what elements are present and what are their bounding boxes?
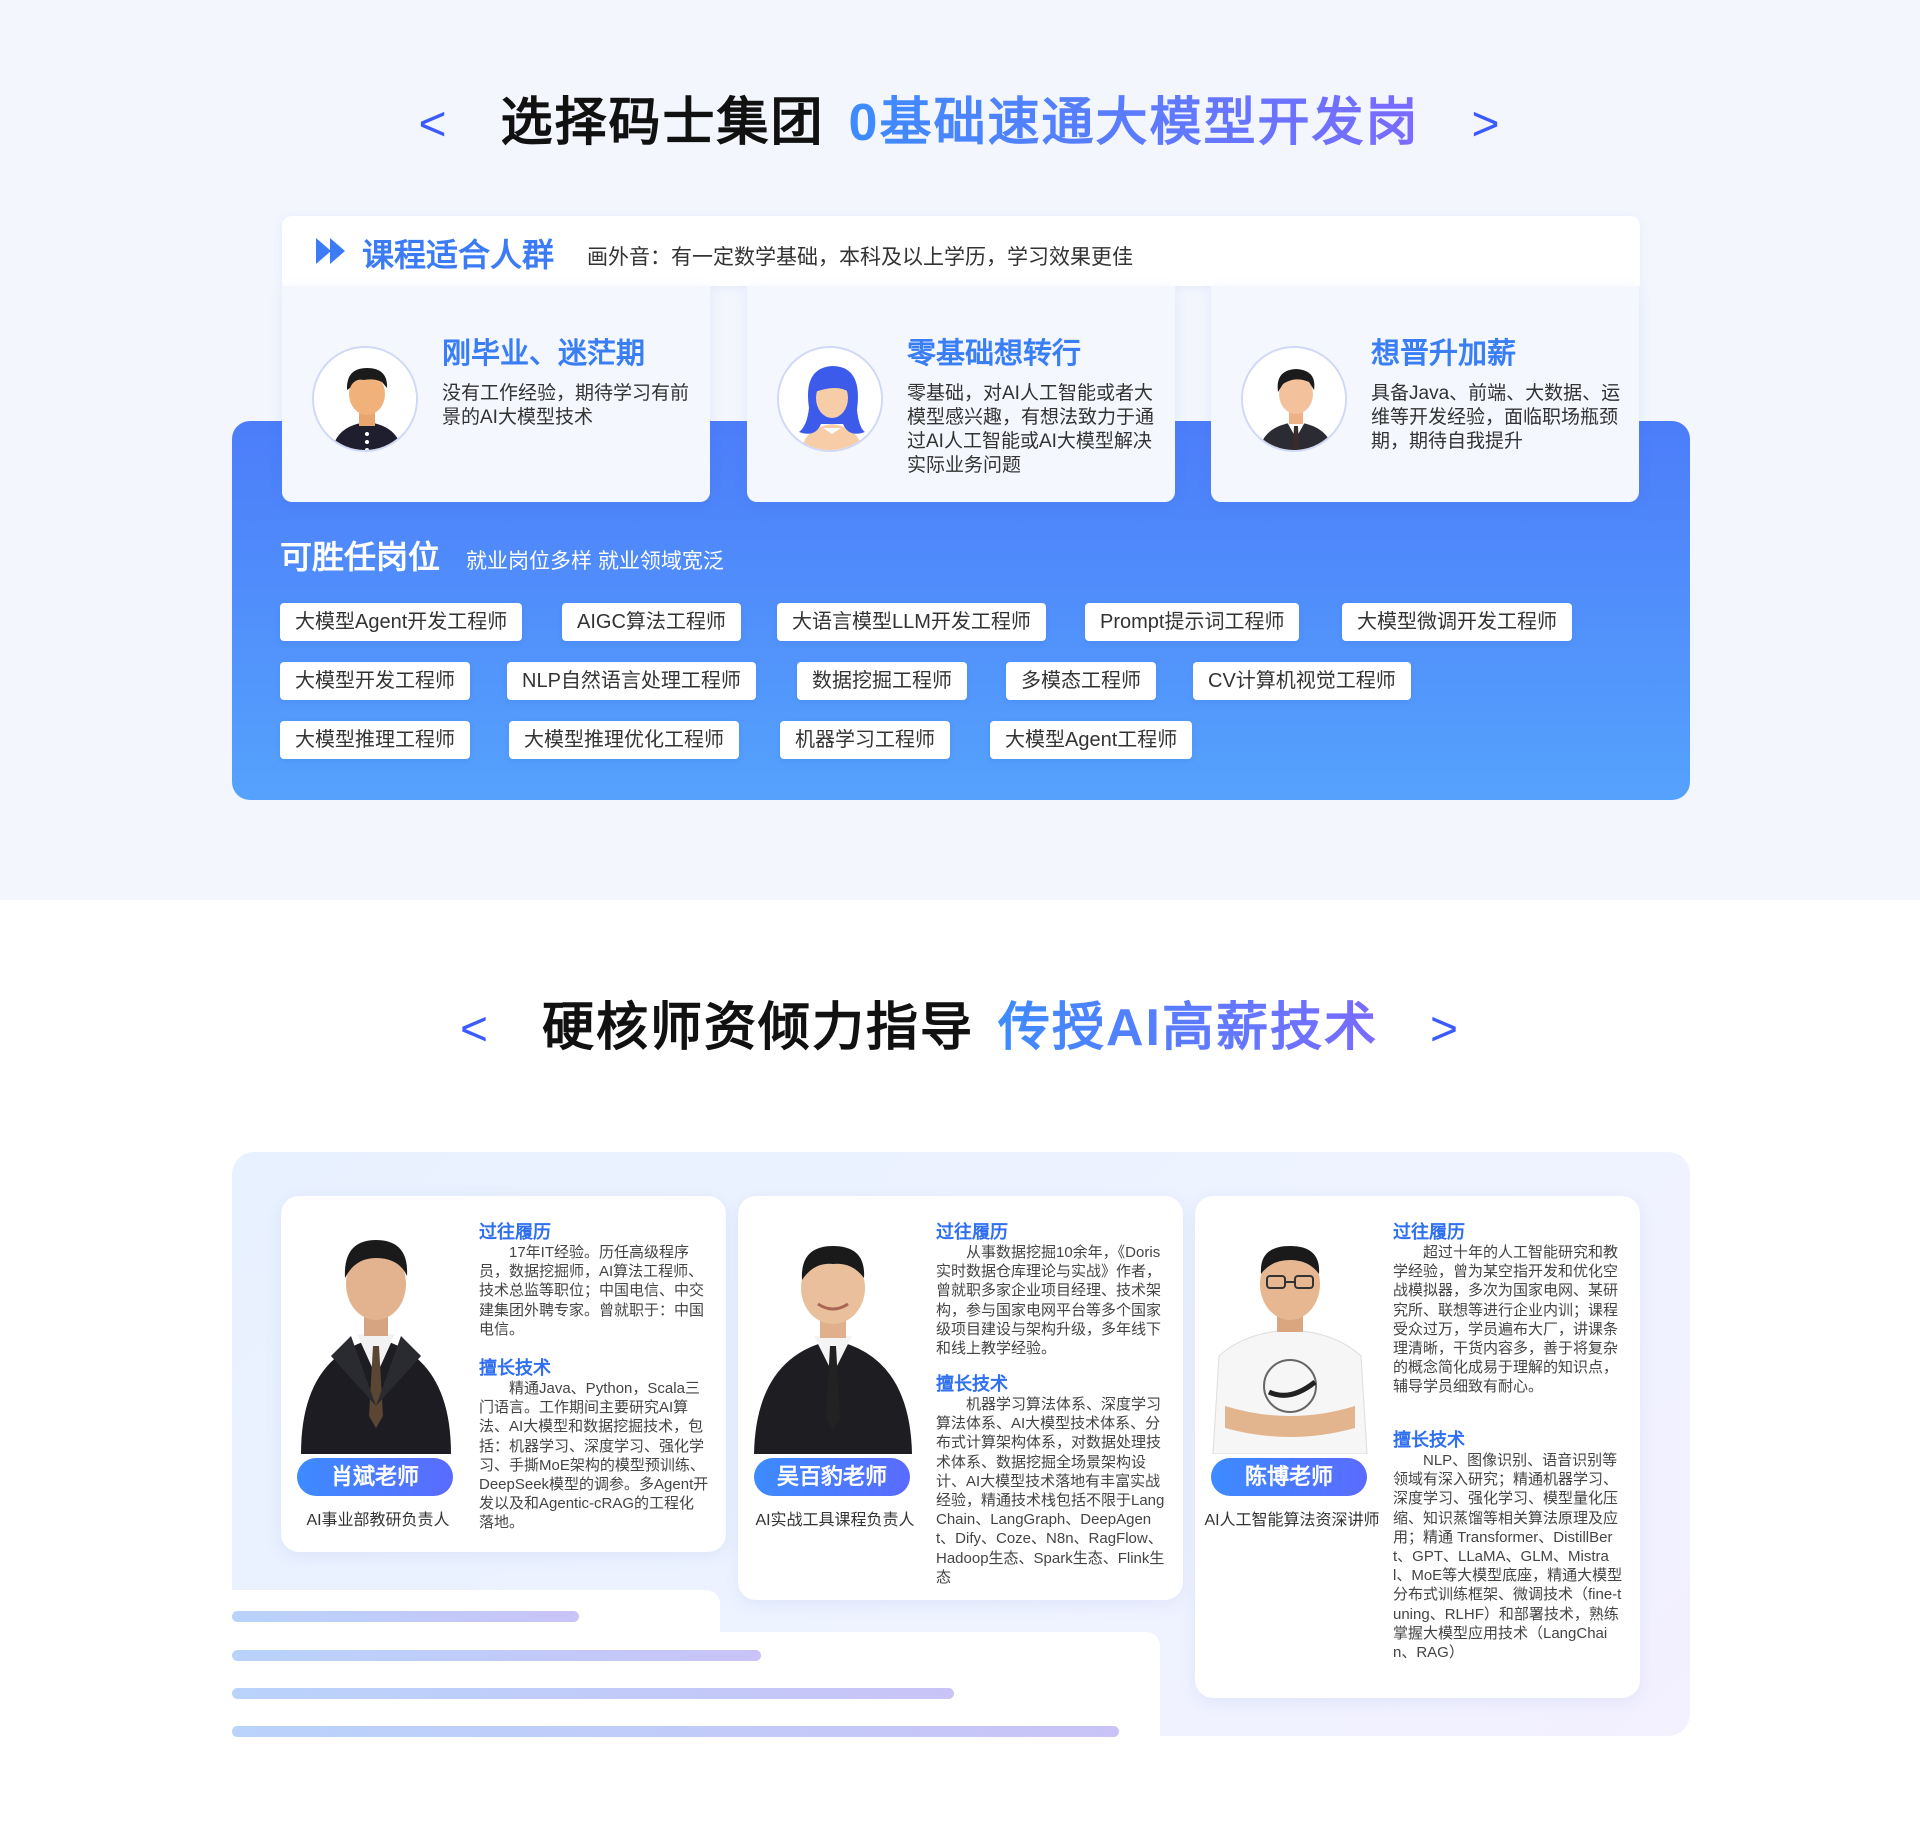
right-arrow-icon: > [1430, 1003, 1461, 1056]
job-tag: 多模态工程师 [1006, 662, 1156, 700]
section-heading-1: < 选择码士集团 0基础速通大模型开发岗 > [0, 80, 1920, 155]
teacher-photo [291, 1206, 461, 1454]
job-tag: 大模型Agent工程师 [990, 721, 1193, 759]
teacher-name-badge: 陈博老师 [1211, 1458, 1367, 1496]
audience-section: < 选择码士集团 0基础速通大模型开发岗 > 课程适合人群 画外音：有一定数学基础，本… [0, 0, 1920, 900]
decorative-line [232, 1611, 579, 1622]
audience-note: 画外音：有一定数学基础，本科及以上学历，学习效果更佳 [587, 246, 1133, 269]
audience-card-career-change: 零基础想转行 零基础，对AI人工智能或者大模型感兴趣，有想法致力于通过AI人工智… [747, 286, 1175, 502]
left-arrow-icon: < [418, 98, 449, 151]
card-description: 零基础，对AI人工智能或者大模型感兴趣，有想法致力于通过AI人工智能或AI大模型… [907, 383, 1155, 476]
card-title: 刚毕业、迷茫期 [442, 338, 646, 370]
teacher-role: AI事业部教研负责人 [306, 1512, 450, 1529]
card-title: 零基础想转行 [907, 338, 1082, 370]
skills-label: 擅长技术 [479, 1358, 551, 1378]
job-tag: 大模型开发工程师 [280, 662, 470, 700]
teacher-name-badge: 吴百豹老师 [754, 1458, 910, 1496]
job-tag: 大模型微调开发工程师 [1342, 603, 1572, 641]
audience-card-graduate: 刚毕业、迷茫期 没有工作经验，期待学习有前景的AI大模型技术 [282, 286, 710, 502]
skills-text: 精通Java、Python，Scala三门语言。工作期间主要研究AI算法、AI大… [479, 1380, 709, 1532]
professional-avatar-icon [1241, 346, 1347, 452]
teacher-card-chenbo: 陈博老师 AI人工智能算法资深讲师 过往履历 超过十年的人工智能研究和教学经验，… [1195, 1196, 1640, 1698]
audience-title: 课程适合人群 [362, 237, 555, 273]
job-tag: 大语言模型LLM开发工程师 [777, 603, 1046, 641]
card-description: 具备Java、前端、大数据、运维等开发经验，面临职场瓶颈期，期待自我提升 [1371, 383, 1621, 452]
panel-cutout [700, 1590, 720, 1640]
section-heading-2: < 硬核师资倾力指导传授AI高薪技术 > [0, 985, 1920, 1060]
skills-label: 擅长技术 [1393, 1430, 1465, 1450]
heading-highlight-text: 0基础速通大模型开发岗 [848, 94, 1420, 152]
job-tag: CV计算机视觉工程师 [1193, 662, 1411, 700]
right-arrow-icon: > [1471, 98, 1502, 151]
job-tag: 大模型推理工程师 [280, 721, 470, 759]
double-play-icon [316, 238, 348, 269]
job-tag: 大模型推理优化工程师 [509, 721, 739, 759]
history-label: 过往履历 [936, 1222, 1008, 1242]
history-text: 从事数据挖掘10余年，《Doris实时数据仓库理论与实战》作者，曾就职多家企业项… [936, 1244, 1162, 1358]
job-tag: Prompt提示词工程师 [1085, 603, 1300, 641]
audience-card-promotion: 想晋升加薪 具备Java、前端、大数据、运维等开发经验，面临职场瓶颈期，期待自我… [1211, 286, 1639, 502]
skills-label: 擅长技术 [936, 1374, 1008, 1394]
history-label: 过往履历 [479, 1222, 551, 1242]
jobs-title: 可胜任岗位 [280, 539, 441, 575]
teacher-photo [1205, 1206, 1375, 1455]
job-tag: 大模型Agent开发工程师 [280, 603, 523, 641]
audience-header-bar: 课程适合人群 画外音：有一定数学基础，本科及以上学历，学习效果更佳 [282, 216, 1640, 286]
left-arrow-icon: < [459, 1003, 490, 1056]
jobs-subtitle: 就业岗位多样 就业领域宽泛 [466, 550, 724, 573]
decorative-line [232, 1650, 761, 1661]
skills-text: NLP、图像识别、语音识别等领域有深入研究；精通机器学习、深度学习、强化学习、模… [1393, 1452, 1623, 1662]
teacher-card-xiaobin: 肖斌老师 AI事业部教研负责人 过往履历 17年IT经验。历任高级程序员，数据挖… [281, 1196, 726, 1552]
teacher-name-badge: 肖斌老师 [297, 1458, 453, 1496]
history-label: 过往履历 [1393, 1222, 1465, 1242]
heading-dark-text: 选择码士集团 [500, 94, 825, 152]
card-title: 想晋升加薪 [1371, 338, 1517, 370]
job-tag: 机器学习工程师 [780, 721, 950, 759]
job-tag: 数据挖掘工程师 [797, 662, 967, 700]
card-description: 没有工作经验，期待学习有前景的AI大模型技术 [442, 383, 690, 428]
job-tag: AIGC算法工程师 [562, 603, 741, 641]
decorative-line [232, 1688, 954, 1699]
teacher-role: AI人工智能算法资深讲师 [1204, 1512, 1380, 1529]
heading-highlight-text: 传授AI高薪技术 [998, 999, 1379, 1057]
decorative-line [232, 1726, 1119, 1737]
job-tag: NLP自然语言处理工程师 [507, 662, 756, 700]
teacher-photo [748, 1206, 918, 1454]
teacher-role: AI实战工具课程负责人 [755, 1512, 915, 1529]
teacher-card-wubaibao: 吴百豹老师 AI实战工具课程负责人 过往履历 从事数据挖掘10余年，《Doris… [738, 1196, 1183, 1600]
skills-text: 机器学习算法体系、深度学习算法体系、AI大模型技术体系、分布式计算架构体系，对数… [936, 1396, 1165, 1586]
female-avatar-icon [777, 346, 883, 452]
history-text: 17年IT经验。历任高级程序员，数据挖掘师，AI算法工程师、技术总监等职位；中国… [479, 1244, 705, 1338]
graduate-avatar-icon [312, 346, 418, 452]
history-text: 超过十年的人工智能研究和教学经验，曾为某空指开发和优化空战模拟器，多次为国家电网… [1393, 1244, 1619, 1396]
heading-dark-text: 硬核师资倾力指导 [541, 999, 974, 1057]
